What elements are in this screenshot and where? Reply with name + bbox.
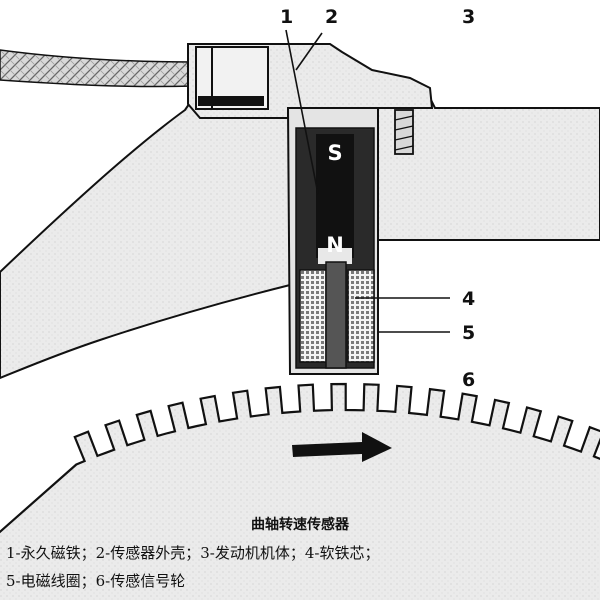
magnet-pole-north: N — [326, 233, 344, 257]
soft-iron-core — [325, 261, 347, 369]
signal-wheel — [0, 382, 600, 600]
sensor-cable — [0, 49, 196, 88]
figure-caption: 曲轴转速传感器 1-永久磁铁；2-传感器外壳；3-发动机机体；4-软铁芯； 5-… — [0, 512, 600, 600]
right-arrow-icon — [292, 432, 392, 462]
callout-1: 1 — [280, 6, 293, 28]
callout-3: 3 — [462, 6, 475, 28]
callout-4: 4 — [462, 288, 475, 310]
caption-title: 曲轴转速传感器 — [251, 517, 349, 533]
electromagnetic-coil — [299, 269, 375, 363]
legend-line-2: 5-电磁线圈；6-传感信号轮 — [6, 572, 186, 590]
legend-line-1: 1-永久磁铁；2-传感器外壳；3-发动机机体；4-软铁芯； — [6, 544, 380, 562]
callout-leaders — [285, 29, 450, 333]
callout-5: 5 — [462, 322, 475, 344]
callout-numbers: 1 2 3 4 5 6 — [280, 6, 475, 391]
permanent-magnet: S N — [316, 134, 354, 264]
callout-2: 2 — [325, 6, 338, 28]
callout-6: 6 — [462, 369, 475, 391]
magnet-pole-south: S — [327, 141, 342, 165]
